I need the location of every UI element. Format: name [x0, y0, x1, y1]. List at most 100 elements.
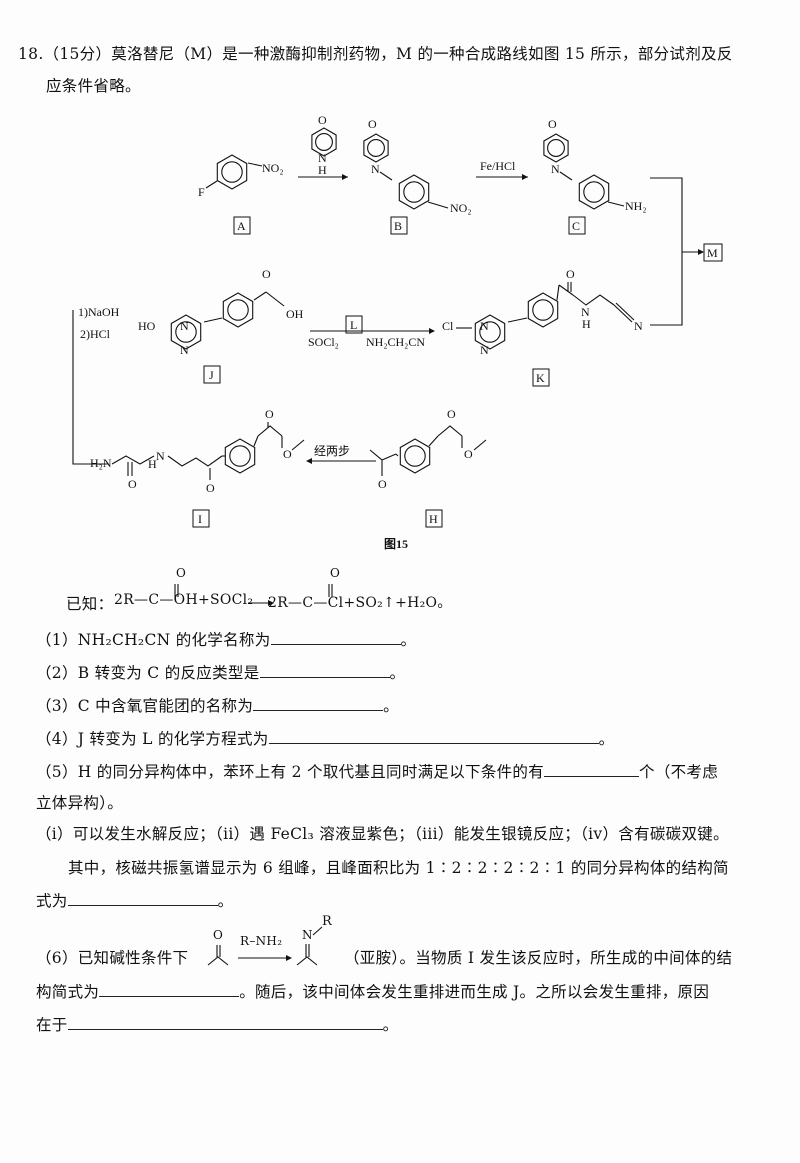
svg-text:N: N — [480, 343, 489, 357]
answer-blank-5[interactable] — [544, 762, 640, 777]
svg-text:N: N — [551, 162, 560, 176]
q3: （3）C 中含氧官能团的名称为。 — [36, 696, 399, 715]
q5-cont: 立体异构）。 — [36, 794, 124, 812]
label-A: A — [237, 219, 246, 233]
label-B: B — [394, 219, 402, 233]
ring-K-inner — [532, 299, 554, 321]
bond — [253, 291, 267, 301]
ring-I — [224, 438, 256, 474]
q5: （5）H 的同分异构体中，苯环上有 2 个取代基且同时满足以下条件的有个（不考虑 — [36, 762, 719, 781]
known-left: 2R—C—OH+SOCl₂ — [114, 592, 254, 608]
svg-text:O: O — [206, 481, 215, 495]
bond — [203, 317, 223, 323]
bond — [205, 180, 218, 189]
pyrimidine-J-inner — [175, 321, 197, 343]
svg-text:Cl: Cl — [442, 319, 454, 333]
svg-text:O: O — [368, 117, 377, 131]
label-H: H — [429, 512, 438, 526]
bond — [556, 284, 560, 301]
svg-text:HO: HO — [138, 319, 156, 333]
label-M: M — [707, 246, 718, 260]
label-L: L — [350, 318, 357, 332]
pyrimidine-J — [170, 314, 202, 350]
q5-nmr: 其中，核磁共振氢谱显示为 6 组峰，且峰面积比为 1∶2∶2∶2∶2∶1 的同分… — [68, 859, 729, 877]
svg-text:N: N — [634, 319, 643, 333]
bond — [265, 291, 285, 307]
answer-blank-4[interactable] — [268, 729, 599, 744]
answer-blank-5b[interactable] — [67, 891, 218, 906]
svg-text:N: N — [156, 449, 165, 463]
ring-B-inner — [403, 181, 425, 203]
reagent-naoh: 1)NaOH — [78, 305, 120, 319]
question-intro-cont: 应条件省略。 — [46, 77, 141, 95]
svg-text:H: H — [582, 317, 591, 331]
pyrimidine-K — [474, 314, 506, 350]
answer-blank-6a[interactable] — [99, 982, 240, 997]
q6-reagent: R–NH₂ — [240, 934, 283, 948]
svg-text:O: O — [128, 477, 137, 491]
morpholine-C-inner — [547, 139, 565, 157]
svg-text:H₂N: H₂N — [90, 456, 112, 470]
known-prefix: 已知： — [66, 595, 114, 613]
q1: （1）NH₂CH₂CN 的化学名称为。 — [36, 630, 417, 649]
q2: （2）B 转变为 C 的反应类型是。 — [36, 663, 406, 682]
svg-text:O: O — [262, 267, 271, 281]
svg-text:O: O — [283, 447, 292, 461]
label-K: K — [536, 371, 545, 385]
svg-text:N: N — [480, 319, 489, 333]
q5-formula: 式为。 — [36, 891, 234, 910]
label-I: I — [198, 512, 202, 526]
reagent-socl2: SOCl₂ — [308, 335, 339, 349]
answer-blank-1[interactable] — [270, 630, 401, 645]
ring-B — [398, 174, 430, 210]
svg-text:OH: OH — [286, 307, 304, 321]
morpholine-B — [363, 133, 389, 163]
reagent-two-steps: 经两步 — [314, 444, 350, 458]
svg-text:N: N — [180, 319, 189, 333]
q6-after: （亚胺）。当物质 I 发生该反应时，所生成的中间体的结 — [344, 949, 733, 967]
morpholine-reagent — [311, 127, 337, 157]
reagent-fe-hcl: Fe/HCl — [480, 159, 516, 173]
svg-text:O: O — [265, 407, 274, 421]
label-J: J — [209, 368, 214, 382]
ring-I-inner — [229, 445, 251, 467]
ring-J — [222, 292, 254, 328]
reagent-nh2ch2cn: NH₂CH₂CN — [366, 335, 425, 349]
ring-H — [399, 438, 431, 474]
q6-line2: 构简式为。随后，该中间体会发生重排进而生成 J。之所以会发生重排，原因 — [36, 982, 710, 1001]
label-box-A — [233, 216, 251, 235]
svg-text:O: O — [447, 407, 456, 421]
bond — [379, 171, 393, 181]
q6-line3: 在于。 — [36, 1015, 399, 1034]
svg-text:O: O — [566, 267, 575, 281]
label-C: C — [572, 219, 580, 233]
bond — [253, 435, 259, 447]
ring-K — [527, 292, 559, 328]
svg-text:O: O — [548, 117, 557, 131]
svg-text:H: H — [148, 457, 157, 471]
bond — [247, 162, 263, 167]
q4: （4）J 转变为 L 的化学方程式为。 — [36, 729, 615, 748]
bond — [427, 201, 449, 209]
ring-J-inner — [227, 299, 249, 321]
svg-text:O: O — [464, 447, 473, 461]
q5-conditions: （i）可以发生水解反应；（ii）遇 FeCl₃ 溶液显紫色；（iii）能发生银镜… — [36, 825, 729, 843]
answer-blank-6b[interactable] — [67, 1015, 383, 1030]
answer-blank-2[interactable] — [259, 663, 390, 678]
svg-text:N: N — [581, 305, 590, 319]
atom-O: O — [318, 113, 327, 127]
atom-N: N — [318, 151, 327, 165]
svg-text:NO₂: NO₂ — [450, 201, 472, 215]
ring-A — [216, 154, 248, 190]
q6: （6）已知碱性条件下 — [36, 949, 189, 967]
ring-C-inner — [583, 181, 605, 203]
bond — [559, 171, 573, 181]
pyrimidine-K-inner — [479, 321, 501, 343]
svg-text:NH₂: NH₂ — [625, 199, 647, 213]
reagent-hcl: 2)HCl — [80, 327, 111, 341]
answer-blank-3[interactable] — [253, 696, 384, 711]
question-intro: 18.（15分）莫洛替尼（M）是一种激酶抑制剂药物，M 的一种合成路线如图 15… — [18, 45, 733, 63]
bond — [607, 201, 625, 207]
ring-C — [578, 174, 610, 210]
ring-A-inner — [221, 161, 243, 183]
